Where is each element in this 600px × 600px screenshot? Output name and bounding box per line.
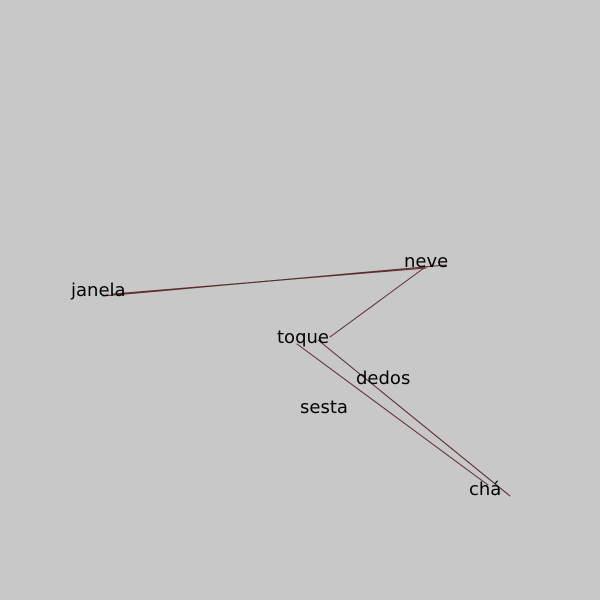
line-toque-cha-1	[317, 339, 511, 497]
word-cha: chá	[469, 479, 501, 500]
line-toque-cha-2	[296, 343, 489, 486]
word-sesta: sesta	[300, 397, 348, 418]
word-janela: janela	[70, 280, 126, 301]
line-neve-janela-2	[112, 267, 427, 295]
line-neve-toque	[329, 267, 425, 338]
word-neve: neve	[404, 251, 448, 272]
word-dedos: dedos	[356, 368, 410, 389]
connector-lines	[102, 264, 511, 497]
word-toque: toque	[277, 327, 329, 348]
